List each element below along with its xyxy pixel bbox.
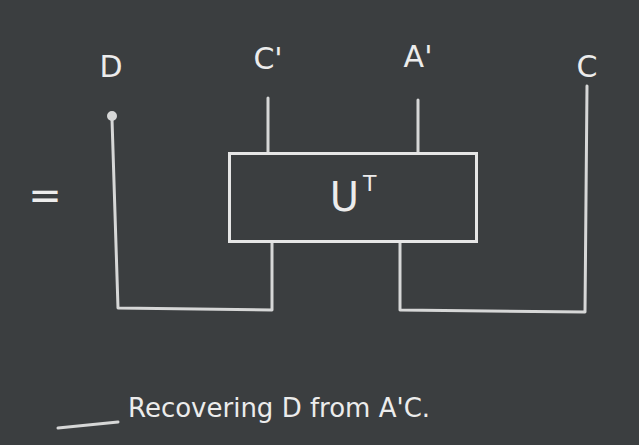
wire bbox=[400, 86, 587, 312]
wire-label: D bbox=[99, 49, 122, 84]
wire bbox=[417, 100, 420, 152]
operator-box: UT bbox=[228, 152, 478, 243]
dash-mark bbox=[58, 422, 118, 428]
superscript: T bbox=[363, 171, 376, 196]
label-text: = bbox=[28, 172, 62, 218]
label-text: C' bbox=[253, 41, 282, 76]
equals-sign: = bbox=[28, 172, 62, 218]
caption: Recovering D from A'C. bbox=[128, 393, 430, 423]
label-text: D bbox=[99, 49, 122, 84]
wire bbox=[267, 98, 270, 152]
label-text: C bbox=[577, 49, 598, 84]
wire-label: A' bbox=[404, 39, 433, 74]
caption-text: Recovering D from A'C. bbox=[128, 393, 430, 423]
wire-label: C bbox=[577, 49, 598, 84]
label-text: A' bbox=[404, 39, 433, 74]
operator-name: U bbox=[330, 174, 359, 220]
wire bbox=[112, 119, 272, 310]
wire-label: C' bbox=[253, 41, 282, 76]
